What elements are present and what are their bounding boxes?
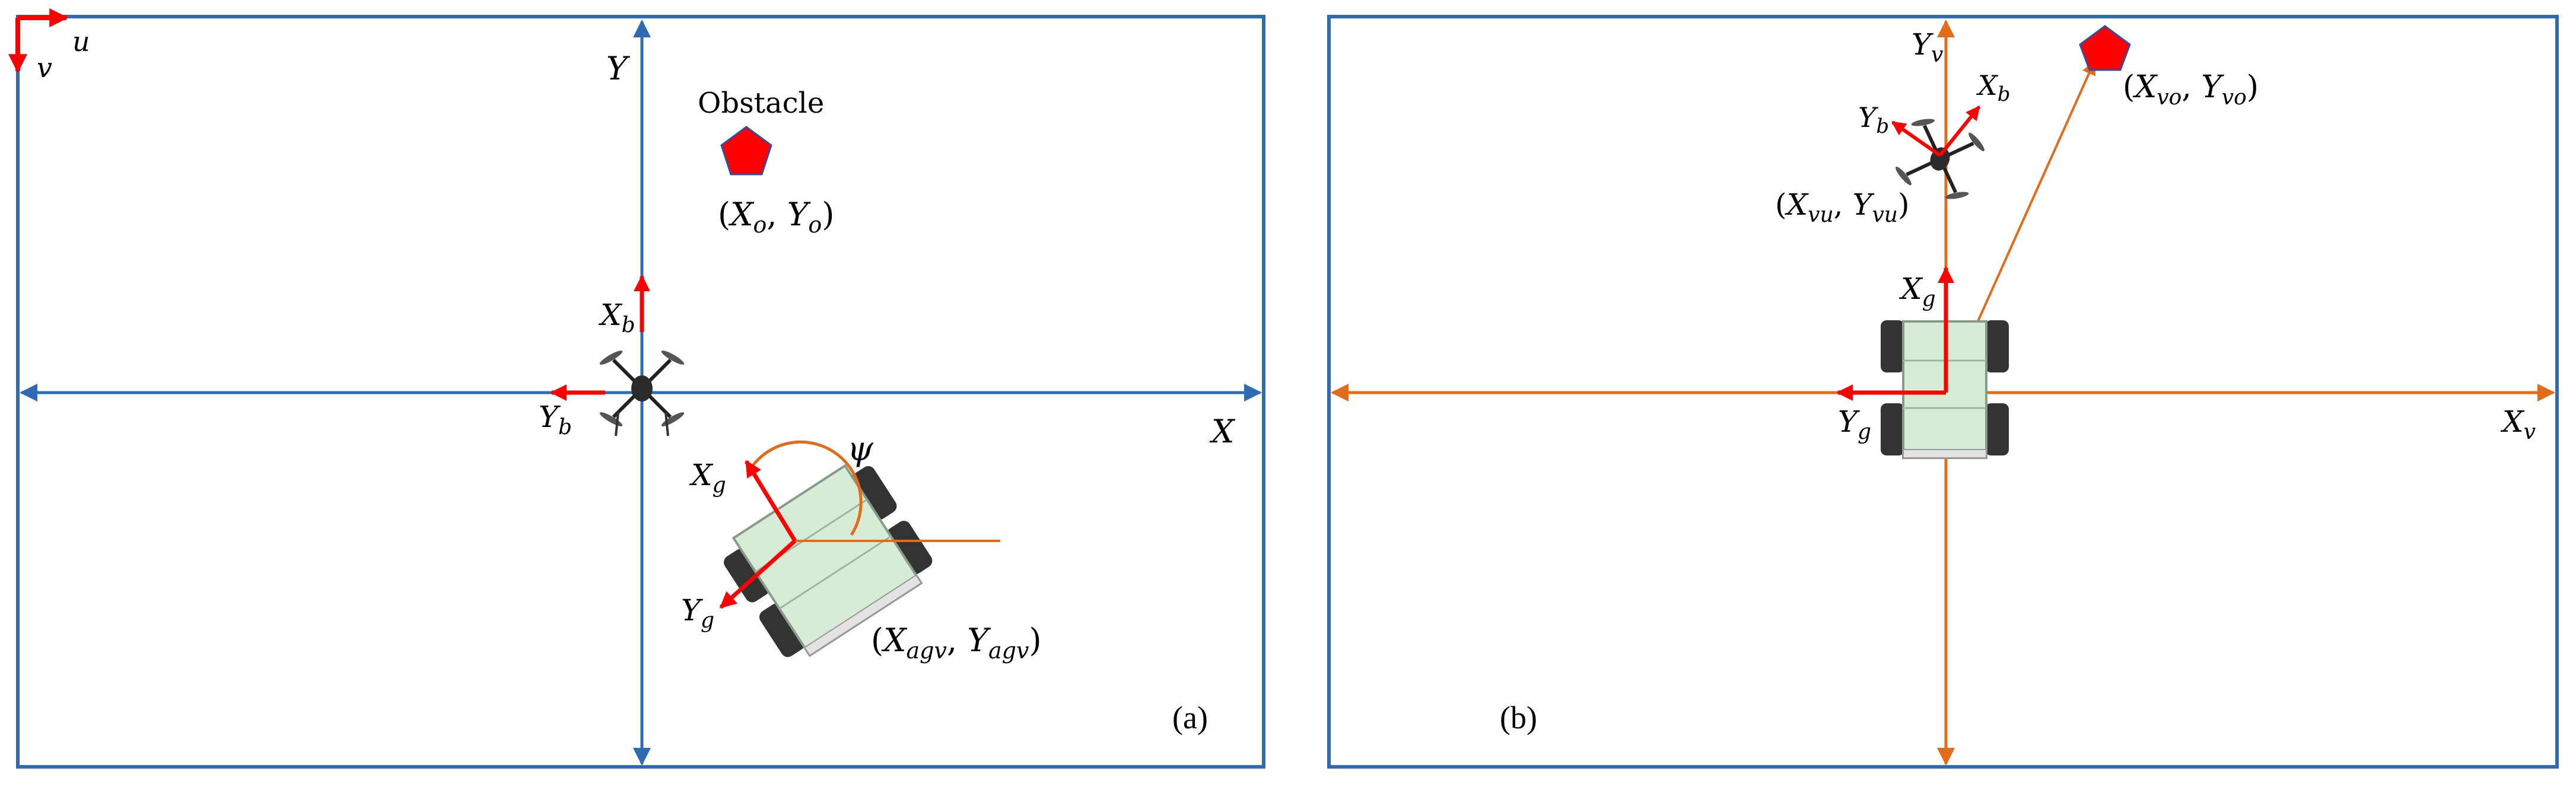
drone-yb-label: Yb <box>539 400 572 439</box>
heading-angle-label: ψ <box>847 430 874 469</box>
agv-b: Xg Yg <box>1836 266 2009 459</box>
panel-a: u v X Y Obstacle (Xo, Yo) Xb Yb <box>8 8 1265 769</box>
quadcopter-icon <box>599 351 685 436</box>
u-axis-label: u <box>72 26 90 58</box>
drone-b: Xb Yb (Xvu, Yvu) <box>1775 69 2011 227</box>
drone-b-xb-label: Xb <box>1976 69 2011 106</box>
drone-b-yb-label: Yb <box>1858 101 1889 138</box>
image-frame-uv: u v <box>8 8 90 84</box>
v-axis-label: v <box>37 52 52 84</box>
world-x-label: X <box>1209 413 1236 450</box>
agv-coord: (Xagv, Yagv) <box>871 622 1042 664</box>
vehicle-yv-label: Yv <box>1912 27 1943 67</box>
panel-b-frame <box>1327 15 2559 769</box>
obstacle-b: (Xvo, Yvo) <box>1945 25 2259 393</box>
agv-yg-label: Yg <box>681 593 714 633</box>
vehicle-xv-label: Xv <box>2500 404 2536 444</box>
obstacle: Obstacle (Xo, Yo) <box>698 87 834 238</box>
agv: Xg Yg ψ (Xagv, Yagv) <box>681 430 1042 664</box>
obstacle-coord: (Xo, Yo) <box>718 196 834 238</box>
panel-b: Xv Yv (Xvo, Yvo) <box>1327 15 2559 769</box>
agv-xg-label: Xg <box>689 458 726 498</box>
drone-xb-label: Xb <box>598 298 635 337</box>
heading-angle-arc <box>748 440 863 536</box>
drone-body-frame: Xb Yb <box>539 275 685 439</box>
agv-vehicle-icon <box>724 464 933 657</box>
world-y-label: Y <box>606 50 630 87</box>
agv-b-xg-label: Xg <box>1898 272 1936 311</box>
panel-a-frame <box>16 15 1265 769</box>
obstacle-b-coord: (Xvo, Yvo) <box>2123 69 2259 110</box>
quadcopter-icon <box>1896 119 1985 199</box>
panel-a-caption: (a) <box>1172 700 1208 735</box>
obstacle-label: Obstacle <box>698 87 824 120</box>
panel-b-caption: (b) <box>1500 700 1537 735</box>
obstacle-pentagon-icon <box>720 126 772 176</box>
drone-b-coord: (Xvu, Yvu) <box>1775 187 1910 227</box>
obstacle-pentagon-icon <box>2079 25 2131 71</box>
agv-b-yg-label: Yg <box>1838 404 1871 444</box>
